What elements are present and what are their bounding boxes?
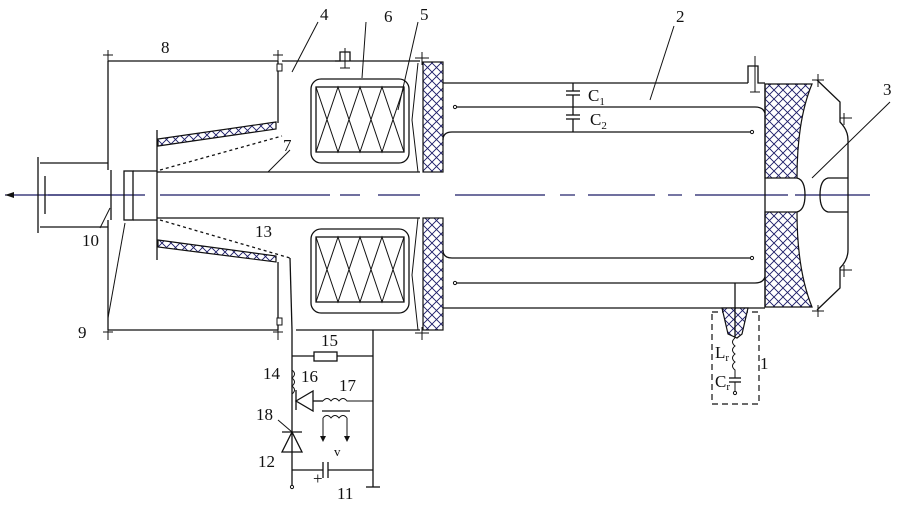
coaxial-line-2 xyxy=(442,56,766,309)
output-flange xyxy=(37,157,112,233)
label-17: 17 xyxy=(339,376,357,395)
label-15: 15 xyxy=(321,331,338,350)
label-2: 2 xyxy=(676,7,685,26)
transformer-17 xyxy=(322,398,373,402)
diode-16 xyxy=(294,389,314,413)
output-arrow-icon xyxy=(5,192,14,198)
label-9: 9 xyxy=(78,323,87,342)
label-5: 5 xyxy=(420,5,429,24)
central-axis xyxy=(5,192,870,198)
coupling-box-1 xyxy=(711,283,760,405)
label-4: 4 xyxy=(320,5,329,24)
magnet-coil-lower xyxy=(310,228,410,314)
label-c1: C1 xyxy=(588,86,605,108)
label-10: 10 xyxy=(82,231,99,250)
housing-4 xyxy=(282,48,420,331)
cathode-assembly-3 xyxy=(764,74,852,317)
thyristor-12 xyxy=(280,430,304,453)
power-supply-circuit xyxy=(277,330,380,490)
label-1: 1 xyxy=(760,354,769,373)
inductor-14 xyxy=(291,369,295,396)
plus-sign: + xyxy=(313,469,323,488)
leader-lines xyxy=(99,21,891,319)
label-c2: C2 xyxy=(590,110,607,132)
label-11: 11 xyxy=(337,484,353,503)
insulator-lower xyxy=(422,217,444,331)
label-14: 14 xyxy=(263,364,281,383)
label-8: 8 xyxy=(161,38,170,57)
label-18: 18 xyxy=(256,405,273,424)
label-lr: Lr xyxy=(715,343,729,364)
label-7: 7 xyxy=(283,136,292,155)
label-3: 3 xyxy=(883,80,892,99)
label-13: 13 xyxy=(255,222,272,241)
output-window xyxy=(123,170,134,221)
label-16: 16 xyxy=(301,367,318,386)
label-cr: Cr xyxy=(715,372,730,393)
capacitor-c1-c2 xyxy=(566,83,580,132)
chamber-8 xyxy=(103,50,283,340)
insulator-upper xyxy=(422,61,444,173)
magnet-coil-upper xyxy=(310,78,410,164)
label-v: v xyxy=(334,444,341,459)
collector-cone xyxy=(156,121,293,331)
label-12: 12 xyxy=(258,452,275,471)
resistor-15 xyxy=(313,351,338,362)
label-6: 6 xyxy=(384,7,393,26)
